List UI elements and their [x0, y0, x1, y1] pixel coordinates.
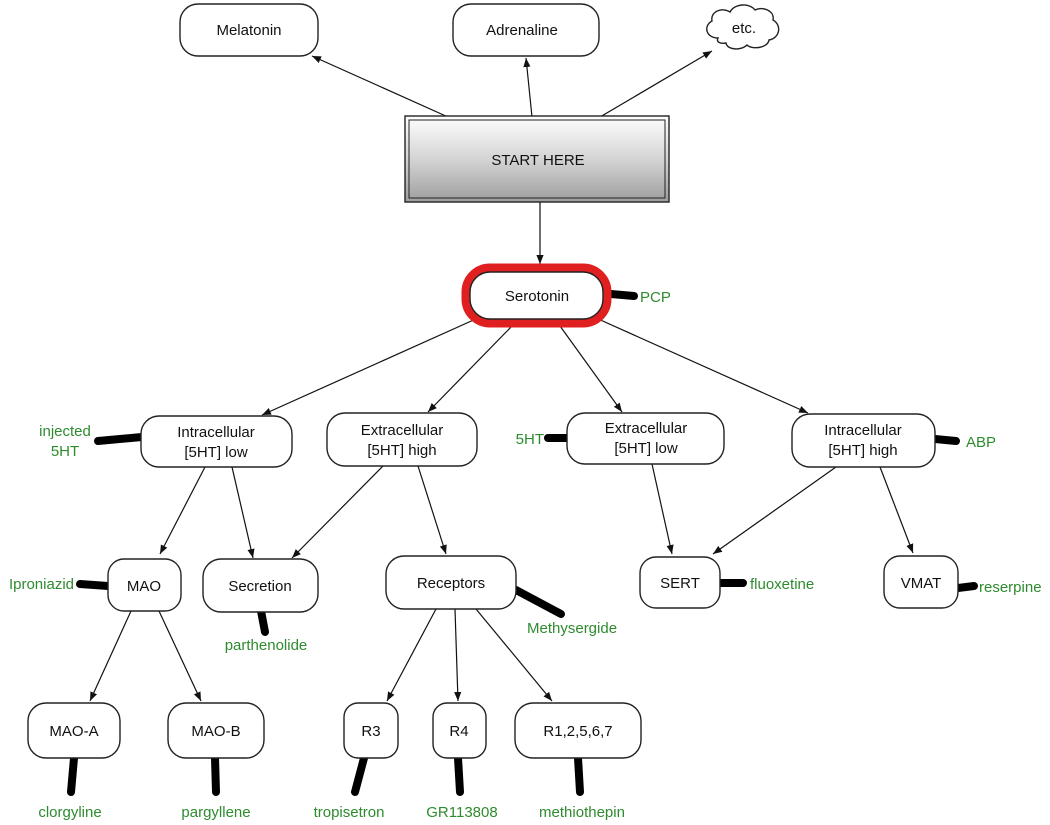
inhibitor-bars — [67, 290, 978, 796]
node-adrenaline: Adrenaline — [452, 3, 600, 57]
edge-intracellular-high-vmat — [879, 466, 914, 554]
inhibitor-bar-abp — [931, 435, 960, 445]
node-intracellular-high-line2: [5HT] high — [828, 442, 897, 459]
drug-labels: PCP injected 5HT 5HT ABP Iproniazid part… — [9, 289, 1042, 821]
inhibitor-bar-gr113808 — [454, 754, 464, 796]
node-intracellular-low-line1: Intracellular — [177, 424, 255, 441]
nodes: Melatonin Adrenaline etc. START HERE Ser… — [27, 3, 959, 759]
inhibitor-bar-reserpine — [954, 582, 978, 592]
node-melatonin-label: Melatonin — [216, 22, 281, 39]
node-secretion-label: Secretion — [228, 578, 291, 595]
inhibitor-bar-iproniazid — [76, 580, 112, 590]
drug-reserpine: reserpine — [979, 579, 1042, 596]
drug-clorgyline: clorgyline — [38, 804, 101, 821]
node-etc-cloud: etc. — [706, 4, 780, 50]
drug-pargyllene: pargyllene — [181, 804, 250, 821]
inhibitor-bar-pcp — [607, 290, 638, 300]
edge-mao-mao-a — [89, 610, 132, 702]
node-r1-2-5-6-7: R1,2,5,6,7 — [514, 702, 642, 759]
inhibitor-bar-injected-5ht — [94, 433, 146, 445]
drug-pcp: PCP — [640, 289, 671, 306]
node-mao-label: MAO — [127, 578, 161, 595]
node-receptors-label: Receptors — [417, 575, 485, 592]
node-melatonin: Melatonin — [179, 3, 319, 57]
edge-intracellular-low-secretion — [231, 466, 255, 559]
edge-extracellular-high-receptors — [417, 465, 447, 555]
node-intracellular-high: Intracellular [5HT] high — [791, 413, 936, 468]
drug-methiothepin: methiothepin — [539, 804, 625, 821]
edge-receptors-r1-2-5-6-7 — [475, 608, 553, 702]
node-r4-label: R4 — [449, 723, 468, 740]
node-r3: R3 — [343, 702, 399, 759]
node-r4: R4 — [432, 702, 487, 759]
drug-tropisetron: tropisetron — [314, 804, 385, 821]
node-serotonin-label: Serotonin — [505, 288, 569, 305]
highlight-ring — [461, 263, 612, 328]
edge-mao-mao-b — [158, 610, 202, 702]
node-vmat: VMAT — [883, 555, 959, 609]
node-extracellular-high: Extracellular [5HT] high — [326, 412, 478, 467]
node-mao-b: MAO-B — [167, 702, 265, 759]
edge-intracellular-low-mao — [159, 466, 206, 555]
inhibitor-bar-parthenolide — [257, 607, 269, 636]
drug-5ht: 5HT — [516, 431, 544, 448]
node-sert-label: SERT — [660, 575, 700, 592]
inhibitor-bar-pargyllene — [211, 754, 220, 796]
node-intracellular-low: Intracellular [5HT] low — [140, 415, 293, 468]
node-r1-2-5-6-7-label: R1,2,5,6,7 — [543, 723, 612, 740]
node-mao: MAO — [107, 558, 182, 612]
edge-start-melatonin — [311, 55, 449, 118]
node-intracellular-low-line2: [5HT] low — [184, 444, 248, 461]
node-extracellular-high-line1: Extracellular — [361, 422, 444, 439]
edge-extracellular-high-secretion — [291, 465, 384, 559]
node-vmat-label: VMAT — [901, 575, 942, 592]
node-r3-label: R3 — [361, 723, 380, 740]
inhibitor-bar-methysergide — [512, 586, 565, 618]
drug-iproniazid: Iproniazid — [9, 576, 74, 593]
node-adrenaline-label: Adrenaline — [486, 22, 558, 39]
drug-injected-5ht-line2: 5HT — [51, 443, 79, 460]
cloud-shape — [706, 4, 780, 50]
inhibitor-bar-methiothepin — [574, 754, 584, 796]
node-intracellular-high-line1: Intracellular — [824, 422, 902, 439]
drug-injected-5ht-line1: injected — [39, 423, 91, 440]
edge-serotonin-intracellular-high — [595, 317, 809, 414]
edge-serotonin-extracellular-low — [559, 325, 623, 413]
edge-serotonin-extracellular-high — [427, 325, 513, 413]
node-start-here: START HERE — [404, 115, 670, 203]
node-serotonin: Serotonin — [461, 263, 612, 328]
edge-start-etc — [599, 50, 713, 118]
edge-serotonin-intracellular-low — [261, 317, 479, 416]
node-mao-a-label: MAO-A — [49, 723, 98, 740]
node-extracellular-low-line2: [5HT] low — [614, 440, 678, 457]
edges — [89, 50, 914, 702]
node-extracellular-high-line2: [5HT] high — [367, 442, 436, 459]
drug-gr113808: GR113808 — [426, 804, 497, 821]
node-receptors: Receptors — [385, 555, 517, 610]
node-secretion: Secretion — [202, 558, 319, 613]
node-mao-b-label: MAO-B — [191, 723, 240, 740]
drug-abp: ABP — [966, 434, 996, 451]
edge-receptors-r3 — [386, 608, 437, 702]
node-mao-a: MAO-A — [27, 702, 121, 759]
drug-fluoxetine: fluoxetine — [750, 576, 814, 593]
node-start-label: START HERE — [491, 152, 584, 169]
drug-methysergide: Methysergide — [527, 620, 617, 637]
node-sert: SERT — [639, 556, 721, 609]
edge-start-adrenaline — [523, 57, 533, 118]
edge-intracellular-high-sert — [712, 466, 837, 555]
inhibitor-bar-tropisetron — [351, 754, 368, 796]
edge-receptors-r4 — [454, 608, 462, 702]
drug-parthenolide: parthenolide — [225, 637, 308, 654]
node-extracellular-low-line1: Extracellular — [605, 420, 688, 437]
node-extracellular-low: Extracellular [5HT] low — [566, 412, 725, 465]
edge-extracellular-low-sert — [651, 463, 674, 555]
inhibitor-bar-clorgyline — [67, 754, 78, 796]
node-etc-label: etc. — [732, 20, 756, 37]
